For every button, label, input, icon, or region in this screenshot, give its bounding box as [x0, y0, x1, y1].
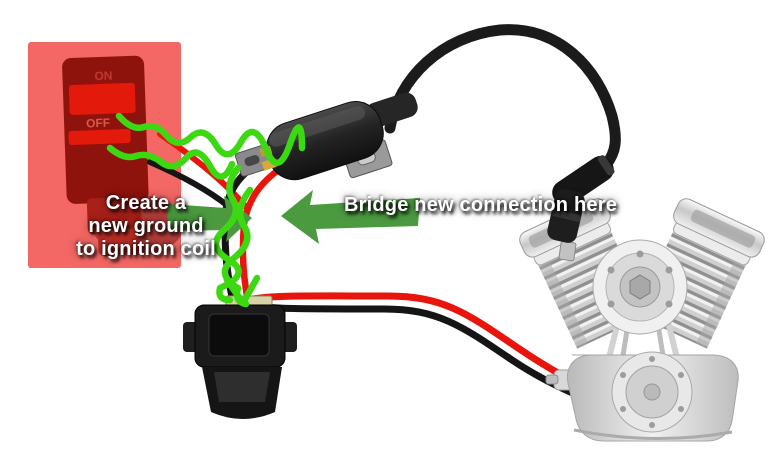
v-twin-engine — [519, 198, 765, 442]
ground-annotation-line3: to ignition coil — [76, 238, 216, 260]
spark-plug-wire — [384, 24, 621, 171]
harness-wire-black — [232, 299, 616, 414]
wire-terminal-stub — [545, 374, 559, 385]
timing-cover-hub — [643, 383, 661, 401]
boot-band — [551, 209, 581, 222]
boot-rib — [597, 155, 615, 176]
sump-line — [573, 428, 733, 441]
bolt — [649, 356, 655, 362]
coil-bracket-left-slot — [244, 155, 260, 167]
bridge-arrow-left-icon — [281, 190, 420, 244]
new-ground-squiggles — [106, 112, 306, 308]
spark-plug-boot — [547, 155, 615, 262]
bolt — [649, 422, 655, 428]
engine-crankcase — [545, 351, 739, 442]
cdi-lower-round — [211, 412, 275, 419]
bolt — [620, 372, 626, 378]
bridge-annotation: Bridge new connection here — [344, 194, 618, 216]
switch-wire-black — [147, 159, 231, 209]
squiggle-upper-1 — [115, 112, 306, 166]
bolt — [636, 250, 644, 258]
switch-neck — [86, 196, 142, 235]
ground-annotation-line1: Create a — [105, 192, 187, 214]
rocker-recess-right — [690, 209, 756, 248]
bolt — [607, 266, 615, 274]
bolt — [678, 372, 684, 378]
switch-off-label: OFF — [86, 116, 110, 131]
squiggle-v-end — [223, 274, 261, 307]
bolt — [620, 406, 626, 412]
ground-annotation-line2: new ground — [88, 215, 204, 237]
cdi-connector — [183, 295, 297, 419]
cylinder-shade — [538, 260, 589, 349]
bolt — [607, 300, 615, 308]
squiggle-upper-2 — [106, 144, 236, 180]
squiggle-vertical-1 — [213, 164, 242, 304]
spark-plug-hex — [558, 240, 577, 262]
switch-button-bottom — [68, 129, 131, 145]
cdi-face — [208, 313, 270, 357]
switch-base — [98, 228, 139, 256]
cdi-lower-recess — [214, 372, 270, 402]
ground-annotation: Create a new ground to ignition coil — [36, 192, 256, 261]
bolt — [665, 300, 673, 308]
bolt — [678, 406, 684, 412]
ground-arrow-right-icon — [167, 196, 252, 242]
switch-button-top — [68, 82, 136, 115]
kill-switch: ON OFF — [62, 55, 184, 256]
switch-on-label: ON — [94, 69, 112, 84]
cylinder-shade — [695, 260, 746, 349]
cam-cover-bolt — [629, 274, 651, 300]
bolt — [665, 266, 673, 274]
engine-cam-cover — [592, 239, 688, 335]
